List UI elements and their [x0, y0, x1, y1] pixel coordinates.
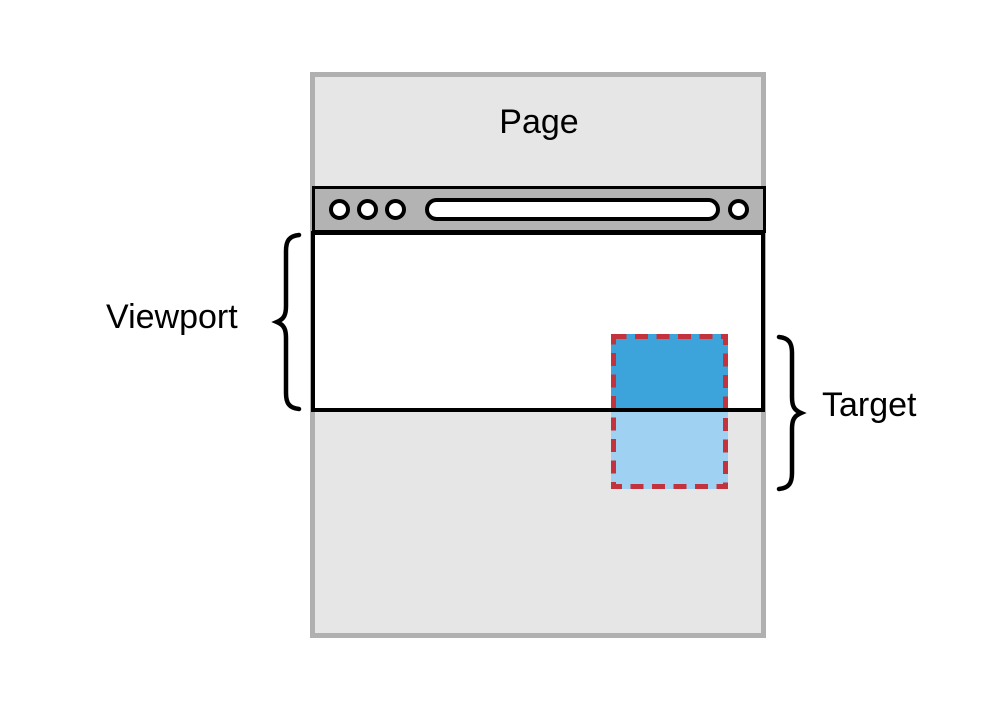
viewport-label: Viewport — [106, 298, 238, 336]
address-bar — [425, 198, 720, 221]
window-button-icon — [385, 199, 406, 220]
window-button-icon — [329, 199, 350, 220]
target-brace-icon — [776, 334, 807, 492]
menu-button-icon — [728, 199, 749, 220]
target-rect — [611, 334, 728, 489]
viewport-border — [311, 231, 765, 412]
browser-chrome-bar — [312, 186, 766, 233]
target-dashed-outline — [611, 334, 728, 489]
window-button-icon — [357, 199, 378, 220]
target-hidden-part — [611, 411, 728, 489]
target-visible-part — [611, 334, 728, 411]
viewport-brace-icon — [271, 232, 302, 412]
target-label: Target — [822, 386, 917, 424]
page-label: Page — [499, 103, 579, 141]
